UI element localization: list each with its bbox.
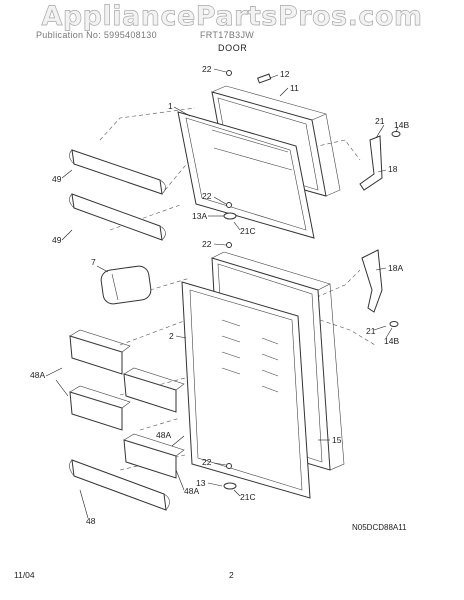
callout-12: 12 — [280, 69, 290, 79]
callout-13A: 13A — [192, 211, 207, 221]
door-rack-48 — [69, 459, 170, 511]
door-bin-49-lower — [69, 193, 166, 241]
callout-7: 7 — [91, 257, 96, 267]
callout-21C: 21C — [240, 226, 256, 236]
callout-48: 48 — [86, 516, 96, 526]
door-bin-49-upper — [69, 149, 166, 195]
door-bin-48A-4 — [123, 433, 185, 479]
screws-22 — [226, 70, 232, 469]
callout-labels: 22 12 11 1 21 14B 18 49 22 13A 21C 49 22… — [30, 64, 409, 526]
callout-13: 13 — [196, 478, 206, 488]
callout-21: 21 — [366, 326, 376, 336]
footer-page: 2 — [229, 570, 234, 580]
callout-48A: 48A — [156, 430, 171, 440]
door-bin-48A-2 — [123, 367, 185, 413]
model-number: FRT17B3JW — [200, 30, 255, 40]
diagram-code: N05DCD88A11 — [352, 523, 407, 532]
dairy-container-7 — [100, 265, 152, 305]
inner-door-shelf-supports — [221, 319, 279, 393]
door-bin-48A-3 — [69, 385, 131, 431]
callout-18: 18 — [388, 164, 398, 174]
callout-22: 22 — [202, 64, 212, 74]
callout-21: 21 — [375, 116, 385, 126]
hinge-pin-12 — [257, 73, 272, 84]
callout-48A: 48A — [30, 370, 45, 380]
callout-15: 15 — [332, 435, 342, 445]
callout-1: 1 — [168, 101, 173, 111]
callout-48A: 48A — [184, 486, 199, 496]
door-bin-48A-1 — [69, 329, 131, 375]
stops-13 — [223, 212, 237, 490]
callout-49: 49 — [52, 174, 62, 184]
callout-14B: 14B — [384, 336, 399, 346]
callout-14B: 14B — [394, 120, 409, 130]
footer-date: 11/04 — [14, 570, 35, 580]
upper-gasket-1 — [177, 111, 315, 239]
leader-lines — [45, 68, 399, 519]
callout-22: 22 — [202, 191, 212, 201]
publication-number: Publication No: 5995408130 — [36, 30, 157, 40]
caps-14B — [389, 131, 401, 327]
hinge-18 — [359, 135, 383, 191]
watermark: AppliancePartsPros.com — [41, 1, 423, 33]
callout-11: 11 — [290, 83, 299, 93]
callout-18A: 18A — [388, 263, 403, 273]
callout-22: 22 — [202, 239, 212, 249]
hinge-18A — [361, 249, 383, 313]
section-title: DOOR — [218, 43, 248, 53]
callout-21C: 21C — [240, 492, 256, 502]
callout-22: 22 — [202, 457, 212, 467]
lower-gasket-2 — [181, 281, 311, 499]
callout-2: 2 — [169, 331, 174, 341]
callout-49: 49 — [52, 235, 62, 245]
